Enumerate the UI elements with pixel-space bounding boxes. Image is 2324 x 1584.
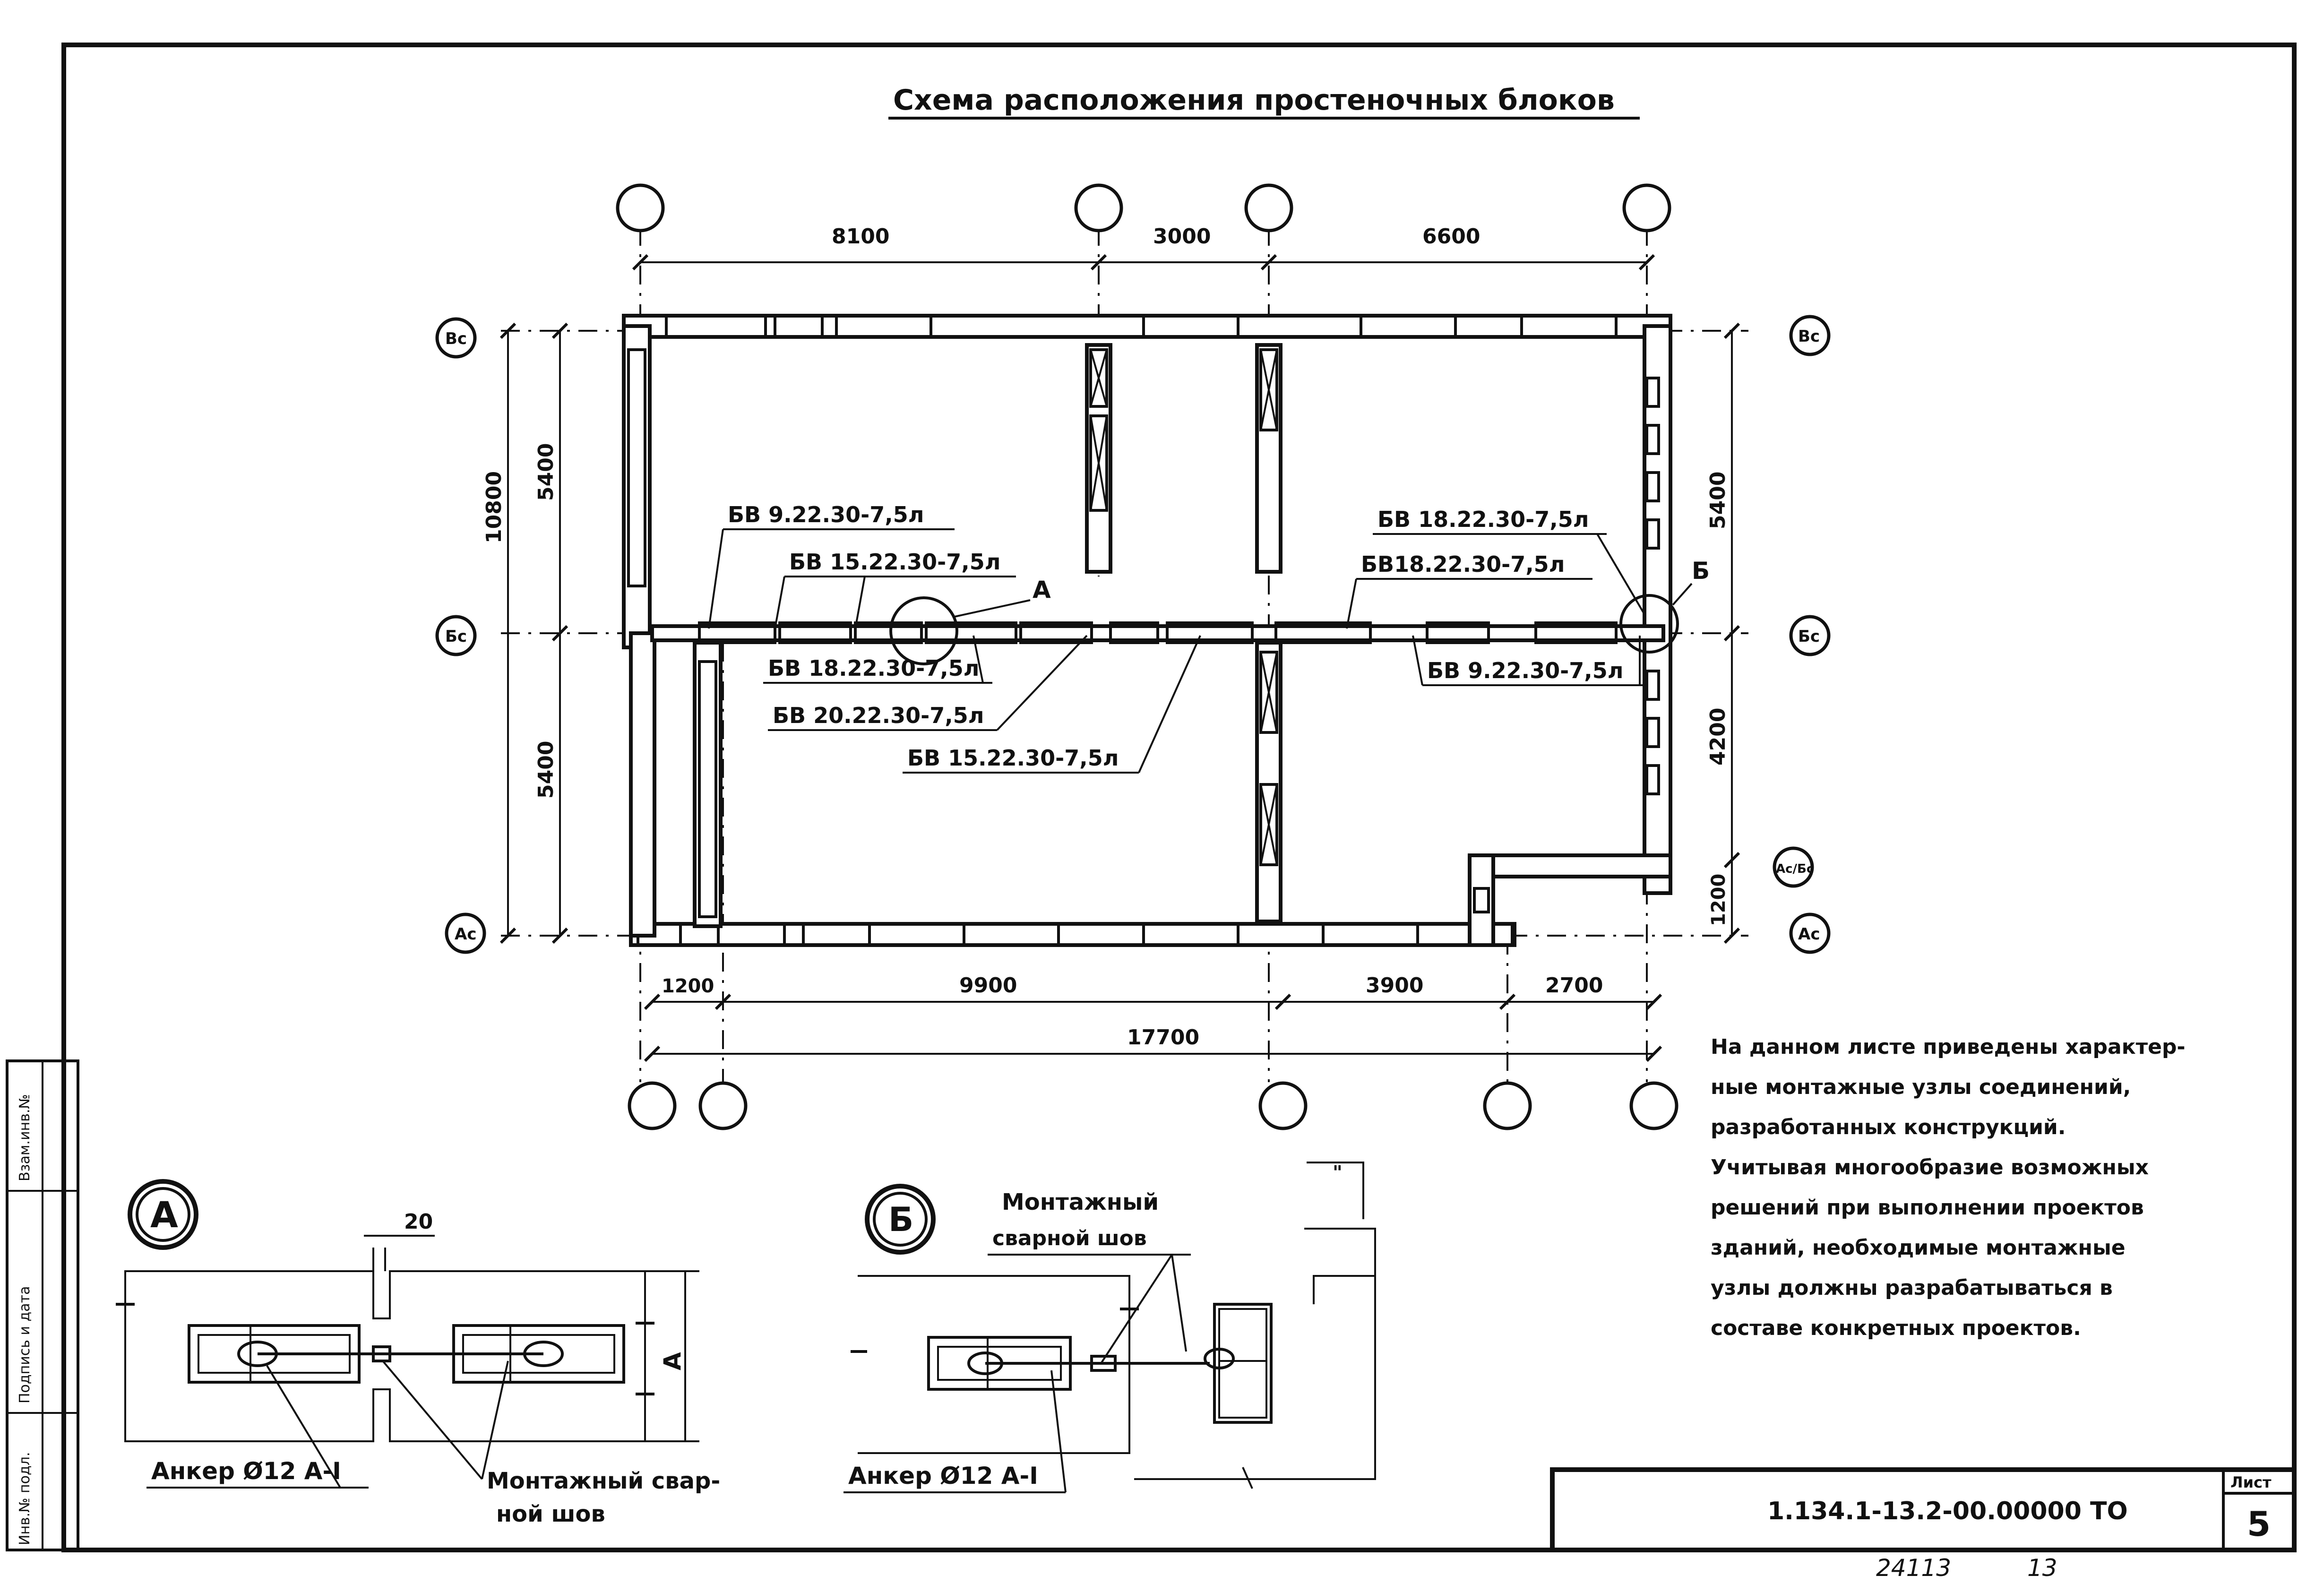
callout-circle-a: [889, 596, 958, 665]
detail-a-anchor: Анкер Ø12 А-I: [151, 1457, 341, 1485]
dim-bottom-3900: 3900: [1366, 973, 1423, 998]
block-labels: БВ 9.22.30-7,5л БВ 15.22.30-7,5л БВ 18.2…: [708, 502, 1645, 774]
dim-top-3000: 3000: [1153, 224, 1211, 249]
axis-marker-bottom-2: [698, 1081, 748, 1130]
dim-bottom-9900: 9900: [959, 973, 1017, 998]
detail-a: А 20 А Анкер Ø12 А-I Монтажный свар- ной…: [116, 1179, 720, 1527]
axis-marker-top-4: [1622, 183, 1671, 232]
axis-marker-top-2: [1074, 183, 1123, 232]
dim-right-5400: 5400: [1706, 472, 1730, 529]
detail-a-mark: А: [150, 1194, 178, 1236]
axis-grid: [501, 227, 1748, 1082]
block-label-6: БВ 18.22.30-7,5л: [1377, 507, 1589, 532]
axis-label-right-vs: Вс: [1798, 327, 1820, 346]
stamp-sheet-number: 5: [2247, 1504, 2271, 1544]
axis-marker-bottom-5: [1629, 1081, 1678, 1130]
dimension-lines: [499, 254, 1740, 1062]
drawing-title: Схема расположения простеночных блоков: [893, 84, 1615, 117]
bottom-axis-markers: [628, 1081, 1678, 1130]
detail-a-gap: 20: [404, 1210, 433, 1234]
callout-label-a: А: [1033, 576, 1051, 603]
note-line-4: Учитывая многообразие возможных: [1711, 1155, 2149, 1179]
dim-right-4200: 4200: [1706, 708, 1730, 766]
block-label-2: БВ 15.22.30-7,5л: [789, 549, 1000, 575]
footer-inventory: 24113: [1876, 1554, 1951, 1582]
note-line-2: ные монтажные узлы соединений,: [1711, 1075, 2131, 1099]
note-line-6: зданий, необходимые монтажные: [1711, 1236, 2126, 1260]
axis-marker-top-3: [1244, 183, 1293, 232]
block-label-7: БВ18.22.30-7,5л: [1361, 551, 1565, 577]
dim-left-5400-top: 5400: [534, 443, 558, 501]
axis-label-right-as-bs: Ас/Бс: [1776, 862, 1814, 876]
axis-label-right-as: Ас: [1798, 925, 1820, 944]
detail-a-weld-2: ной шов: [496, 1501, 605, 1527]
dim-top-8100: 8100: [832, 224, 889, 249]
dim-bottom-17700: 17700: [1127, 1025, 1199, 1050]
dim-bottom-1200: 1200: [662, 975, 714, 997]
axis-label-right-bs: Бс: [1798, 627, 1820, 646]
dim-right-1200: 1200: [1708, 874, 1730, 926]
sheet-frame: [61, 43, 2297, 1552]
axis-marker-bottom-1: [628, 1081, 677, 1130]
block-label-3: БВ 18.22.30-7,5л: [768, 655, 979, 681]
detail-a-dim: А: [659, 1352, 686, 1370]
note-line-7: узлы должны разрабатываться в: [1711, 1276, 2113, 1300]
callout-circle-b: [1619, 594, 1679, 654]
side-stamp: Инв.№ подл. Подпись и дата Взам.инв.№: [6, 1059, 79, 1551]
dim-left-5400-bottom: 5400: [534, 741, 558, 799]
building-walls: [622, 314, 1672, 947]
block-label-1: БВ 9.22.30-7,5л: [728, 502, 924, 527]
dim-bottom-2700: 2700: [1545, 973, 1603, 998]
detail-b-weld-2: сварной шов: [992, 1226, 1147, 1250]
axis-marker-bottom-3: [1258, 1081, 1308, 1130]
note-line-3: разработанных конструкций.: [1711, 1115, 2066, 1139]
note-line-5: решений при выполнении проектов: [1711, 1196, 2144, 1220]
note-line-1: На данном листе приведены характер-: [1711, 1035, 2186, 1059]
block-label-5: БВ 15.22.30-7,5л: [907, 745, 1119, 771]
block-label-4: БВ 20.22.30-7,5л: [773, 703, 984, 728]
detail-b-quote: ": [1333, 1162, 1343, 1184]
callout-label-b: Б: [1692, 557, 1710, 585]
dim-left-10800: 10800: [482, 471, 506, 543]
stamp-code: 1.134.1-13.2-00.00000 ТО: [1767, 1497, 2128, 1525]
top-axis-markers: [616, 183, 1671, 232]
right-axis-markers: Вс Бс Ас/Бс Ас: [1773, 315, 1831, 954]
stamp-sheet-label: Лист: [2230, 1473, 2272, 1491]
detail-b-mark: Б: [888, 1200, 913, 1239]
axis-label-left-as: Ас: [455, 925, 476, 944]
dim-top-6600: 6600: [1422, 224, 1480, 249]
axis-label-left-bs: Бс: [445, 627, 467, 646]
detail-b-anchor: Анкер Ø12 А-I: [848, 1462, 1038, 1489]
detail-b-weld-1: Монтажный: [1002, 1189, 1159, 1215]
block-label-8: БВ 9.22.30-7,5л: [1427, 658, 1623, 683]
axis-marker-bottom-4: [1483, 1081, 1532, 1130]
detail-a-weld-1: Монтажный свар-: [487, 1468, 720, 1494]
side-stamp-sign: Подпись и дата: [17, 1286, 33, 1404]
axis-marker-top-1: [616, 183, 665, 232]
general-note: На данном листе приведены характер- ные …: [1711, 1035, 2186, 1340]
axis-label-left-vs: Вс: [445, 329, 467, 348]
title-block: 1.134.1-13.2-00.00000 ТО Лист 5: [1550, 1467, 2297, 1552]
footer-page: 13: [2027, 1554, 2057, 1582]
note-line-8: составе конкретных проектов.: [1711, 1316, 2081, 1340]
side-stamp-inv: Инв.№ подл.: [17, 1452, 33, 1545]
side-stamp-replace: Взам.инв.№: [17, 1094, 33, 1181]
left-axis-markers: Вс Бс Ас: [435, 317, 486, 954]
detail-b: Б Монтажный сварной шов " Анкер Ø12 А-I: [844, 1162, 1376, 1493]
